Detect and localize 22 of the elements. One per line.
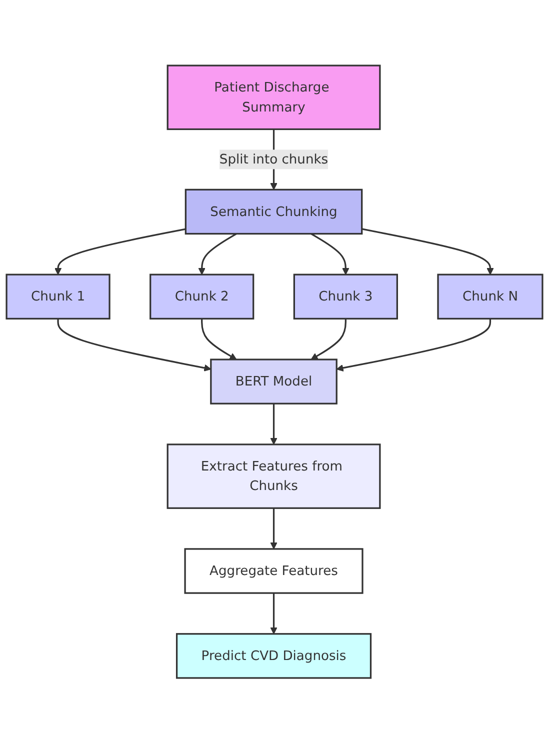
node-box: Predict CVD Diagnosis (176, 633, 372, 680)
arrow (310, 318, 346, 360)
node-box: Patient Discharge Summary (166, 64, 381, 130)
node-box: Chunk 2 (150, 274, 254, 320)
arrow (362, 228, 494, 276)
node-box: Chunk 3 (293, 274, 398, 320)
edge-label: Split into chunks (219, 152, 328, 168)
node-box: Chunk 1 (6, 274, 110, 320)
node-box: Semantic Chunking (184, 189, 363, 235)
arrow (57, 318, 212, 372)
arrow (54, 228, 186, 276)
arrow (336, 318, 492, 372)
arrow (270, 404, 278, 445)
node-box: Chunk N (437, 274, 544, 320)
arrow (310, 233, 350, 276)
arrow (270, 508, 278, 550)
node-box: BERT Model (210, 358, 338, 405)
arrow (201, 318, 237, 360)
arrow (198, 233, 237, 276)
node-box: Extract Features from Chunks (166, 444, 381, 510)
node-box: Aggregate Features (184, 548, 364, 594)
arrow (270, 593, 278, 634)
